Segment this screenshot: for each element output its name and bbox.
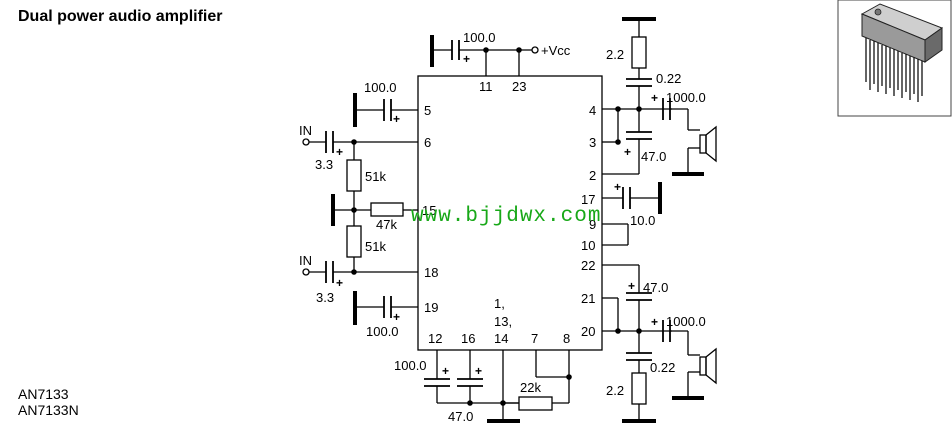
svg-text:+: + <box>624 145 631 159</box>
c-zobel2-value: 0.22 <box>650 360 675 375</box>
speaker-icon <box>687 109 717 174</box>
watermark: www.bjjdwx.com <box>411 205 601 228</box>
supply-label: +Vcc <box>541 43 571 58</box>
pin-3: 3 <box>589 135 596 150</box>
r-bottom <box>346 225 362 258</box>
c-out2-value: 1000.0 <box>666 314 706 329</box>
r-out1 <box>631 36 647 69</box>
plus-sign: + <box>463 52 470 66</box>
c-boot1-value: 47.0 <box>641 149 666 164</box>
pin-7: 7 <box>531 331 538 346</box>
svg-text:+: + <box>651 91 658 105</box>
pin-12: 12 <box>428 331 442 346</box>
svg-text:+: + <box>628 279 635 293</box>
ic-body <box>417 75 603 351</box>
r-out2 <box>631 372 647 405</box>
c-zobel1-value: 0.22 <box>656 71 681 86</box>
r-out2-value: 2.2 <box>606 383 624 398</box>
pin-2: 2 <box>589 168 596 183</box>
r-mid-value: 47k <box>376 217 397 232</box>
pin-20: 20 <box>581 324 595 339</box>
r-mid <box>370 202 404 217</box>
svg-text:+: + <box>614 180 621 194</box>
c-pin12-value: 100.0 <box>394 358 427 373</box>
r-pin78 <box>518 396 553 411</box>
pin-11: 11 <box>479 79 493 94</box>
pin-8: 8 <box>563 331 570 346</box>
r-top <box>346 159 362 192</box>
pin-10: 10 <box>581 238 595 253</box>
pin-22: 22 <box>581 258 595 273</box>
svg-text:+: + <box>336 276 343 290</box>
svg-text:+: + <box>442 364 449 378</box>
c-pin17-value: 10.0 <box>630 213 655 228</box>
pin-1: 1, <box>494 296 505 311</box>
pin-19: 19 <box>424 300 438 315</box>
pin-18: 18 <box>424 265 438 280</box>
input-2-label: IN <box>299 253 312 268</box>
svg-text:+: + <box>336 145 343 159</box>
part-number-2: AN7133N <box>18 402 79 418</box>
r-pin78-value: 22k <box>520 380 541 395</box>
r-bottom-value: 51k <box>365 239 386 254</box>
part-number-1: AN7133 <box>18 386 69 402</box>
pin-14: 14 <box>494 331 508 346</box>
pin-6: 6 <box>424 135 431 150</box>
speaker-icon <box>687 331 717 398</box>
r-top-value: 51k <box>365 169 386 184</box>
c-pin19-value: 100.0 <box>366 324 399 339</box>
c-in2-value: 3.3 <box>316 290 334 305</box>
pin-4: 4 <box>589 103 596 118</box>
pin-21: 21 <box>581 291 595 306</box>
pin-23: 23 <box>512 79 526 94</box>
pin-16: 16 <box>461 331 475 346</box>
ic-package-icon <box>837 0 952 117</box>
svg-text:+: + <box>651 315 658 329</box>
svg-text:+: + <box>393 112 400 126</box>
c-in1-value: 3.3 <box>315 157 333 172</box>
page-title: Dual power audio amplifier <box>18 8 223 25</box>
r-out1-value: 2.2 <box>606 47 624 62</box>
pin-15: 15 <box>422 203 436 218</box>
c-out1-value: 1000.0 <box>666 90 706 105</box>
svg-text:+: + <box>393 310 400 324</box>
c-boot2-value: 47.0 <box>643 280 668 295</box>
svg-text:+: + <box>475 364 482 378</box>
pin-5: 5 <box>424 103 431 118</box>
c-top-supply-value: 100.0 <box>463 30 496 45</box>
c-pin5-value: 100.0 <box>364 80 397 95</box>
pin-17: 17 <box>581 192 595 207</box>
pin-13: 13, <box>494 314 512 329</box>
c-pin16-value: 47.0 <box>448 409 473 424</box>
pin-9: 9 <box>589 217 596 232</box>
input-1-label: IN <box>299 123 312 138</box>
